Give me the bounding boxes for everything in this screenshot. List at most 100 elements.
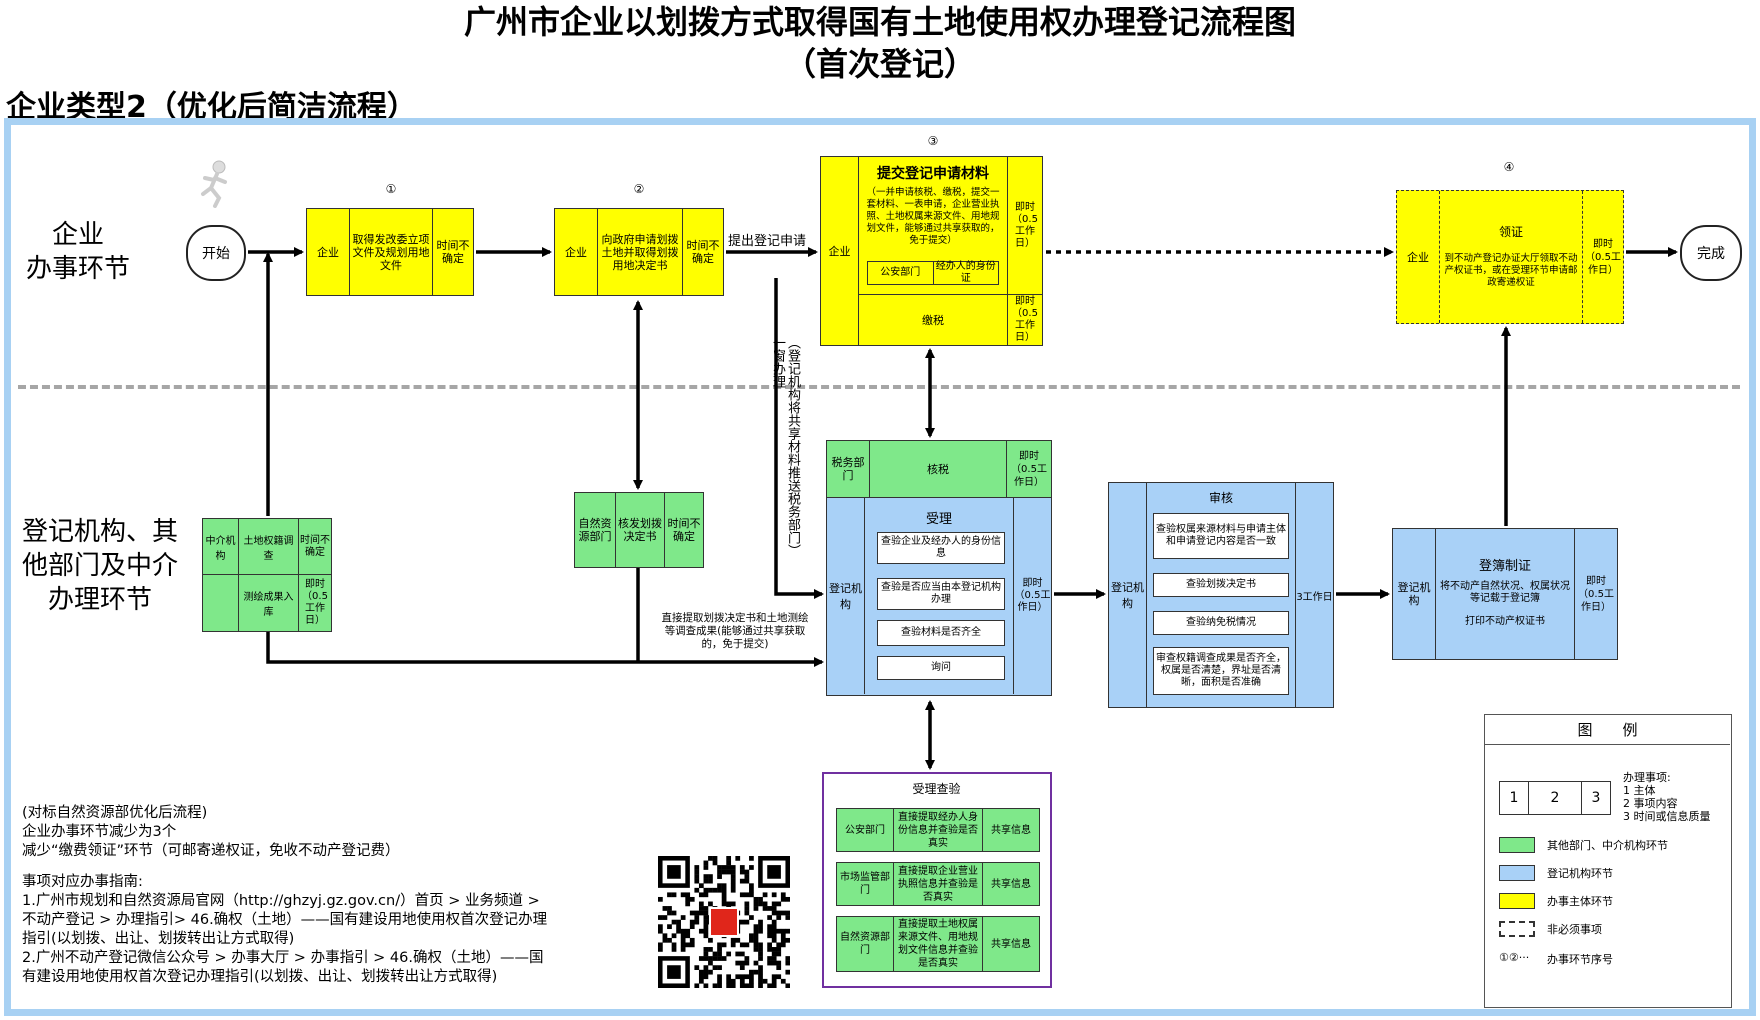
note-line: 不动产登记 > 办理指引> 46.确权（土地）——国有建设用地使用权首次登记办理 — [22, 912, 548, 928]
review-item: 查验划拨决定书 — [1153, 573, 1289, 597]
natres-content: 核发划拨决定书 — [616, 493, 665, 567]
apply-label: 提出登记申请 — [728, 234, 807, 249]
step3-inner-b: 经办人的身份证 — [935, 261, 996, 284]
step2-actor: 企业 — [555, 209, 598, 295]
legend-green: 其他部门、中介机构环节 — [1547, 839, 1668, 852]
start-node: 开始 — [186, 225, 246, 281]
verify-content: 直接提取经办人身份信息并查验是否真实 — [894, 809, 983, 851]
legend-items: 办理事项: 1 主体 2 事项内容 3 时间或信息质量 — [1623, 771, 1711, 823]
register-line1: 将不动产自然状况、权属状况等记载于登记簿 — [1440, 581, 1570, 604]
register-line2: 打印不动产权证书 — [1465, 616, 1545, 627]
review-item: 审查权籍调查成果是否齐全，权属是否清楚，界址是否清晰，面积是否准确 — [1153, 647, 1289, 695]
page-title: 广州市企业以划拨方式取得国有土地使用权办理登记流程图 — [463, 3, 1296, 41]
legend-item: 1 主体 — [1623, 784, 1656, 797]
legend-blue: 登记机构环节 — [1547, 867, 1613, 880]
taxcheck-box: 税务部门 核税 即时（0.5工作日） — [826, 440, 1052, 498]
accept-title: 受理 — [925, 512, 952, 527]
taxcheck-time: 即时（0.5工作日） — [1011, 450, 1047, 488]
step3-inner-a: 公安部门 — [868, 262, 934, 284]
step-number-2: ② — [633, 182, 645, 196]
legend-dashed: 非必须事项 — [1547, 923, 1602, 936]
register-box: 登记机构 登簿制证 将不动产自然状况、权属状况等记载于登记簿 打印不动产权证书 … — [1392, 528, 1618, 660]
note-line: 有建设用地使用权首次登记办理指引(以划拨、出让、划拨转出让方式取得) — [22, 969, 498, 985]
step3-box: 企业 提交登记申请材料 （一并申请核税、缴税，提交一套材料、一表申请，企业营业执… — [820, 156, 1043, 346]
accept-item: 查验材料是否齐全 — [877, 620, 1005, 646]
step3-main: 提交登记申请材料 （一并申请核税、缴税，提交一套材料、一表申请，企业营业执照、土… — [859, 157, 1007, 295]
accept-item: 查验企业及经办人的身份信息 — [877, 532, 1005, 564]
step3-title: 提交登记申请材料 — [877, 166, 989, 182]
accept-actor: 登记机构 — [827, 498, 865, 694]
legend-cells: 1 2 3 — [1499, 781, 1611, 815]
legend-title: 图 例 — [1485, 715, 1730, 745]
page-title-line2: （首次登记） — [783, 45, 976, 83]
survey-actor-blank — [203, 575, 239, 631]
verify-dept: 市场监管部门 — [837, 863, 894, 905]
review-actor: 登记机构 — [1109, 483, 1147, 707]
push-label: （登记机构将共享材料推送税务部门）一窗办理 — [770, 336, 800, 551]
legend: 图 例 1 2 3 办理事项: 1 主体 2 事项内容 3 时间或信息质量 其他… — [1484, 714, 1732, 1008]
legend-cell: 2 — [1529, 782, 1582, 814]
register-main: 登簿制证 将不动产自然状况、权属状况等记载于登记簿 打印不动产权证书 — [1436, 529, 1575, 659]
verify-title: 受理查验 — [912, 782, 961, 796]
verify-dept: 公安部门 — [837, 809, 894, 851]
survey-a: 土地权籍调查 — [239, 519, 299, 575]
step-number-3: ③ — [927, 134, 939, 148]
lane-divider — [18, 385, 1740, 389]
note-line: 1.广州市规划和自然资源局官网（http://ghzyj.gz.gov.cn/）… — [22, 893, 540, 909]
legend-cell: 1 — [1500, 782, 1529, 814]
register-time: 即时（0.5工作日） — [1578, 575, 1614, 613]
step3-time2: 即时（0.5工作日） — [1007, 295, 1042, 345]
note-line: 2.广州不动产登记微信公众号 > 办事大厅 > 办事指引 > 46.确权（土地）… — [22, 950, 544, 966]
step4-time: 即时（0.5工作日） — [1585, 238, 1621, 276]
step2-box: 企业 向政府申请划拨土地并取得划拨用地决定书 时间不确定 — [554, 208, 724, 296]
review-time: 3工作日 — [1295, 483, 1333, 707]
legend-seq: 办事环节序号 — [1547, 953, 1613, 966]
verify-box: 受理查验 公安部门 直接提取经办人身份信息并查验是否真实 共享信息 市场监管部门… — [822, 772, 1052, 988]
note-line: 企业办事环节减少为3个 — [22, 824, 177, 840]
legend-items-label: 办理事项: — [1623, 771, 1671, 784]
review-item: 查验纳免税情况 — [1153, 611, 1289, 635]
accept-item: 询问 — [877, 656, 1005, 680]
step3-tax: 缴税 — [922, 314, 944, 327]
verify-share: 共享信息 — [991, 824, 1031, 836]
note-line — [22, 861, 622, 873]
verify-row: 自然资源部门 直接提取土地权属来源文件、用地规划文件信息并查验是否真实 共享信息 — [836, 916, 1040, 972]
step4-actor: 企业 — [1397, 191, 1440, 323]
note-line: 事项对应办事指南: — [22, 874, 143, 890]
step1-content: 取得发改委立项文件及规划用地文件 — [350, 209, 433, 295]
note-line: 指引(以划拨、出让、划拨转出让方式取得) — [22, 931, 295, 947]
accept-time: 即时（0.5工作日） — [1013, 498, 1051, 694]
survey-box: 中介机构 土地权籍调查 时间不确定 测绘成果入库 即时（0.5工作日） — [202, 518, 332, 632]
review-item: 查验权属来源材料与申请主体和申请登记内容是否一致 — [1153, 513, 1289, 559]
step3-content: （一并申请核税、缴税，提交一套材料、一表申请，企业营业执照、土地权属来源文件、用… — [866, 187, 1000, 246]
verify-row: 市场监管部门 直接提取企业营业执照信息并查验是否真实 共享信息 — [836, 862, 1040, 906]
survey-actor: 中介机构 — [203, 519, 239, 575]
legend-yellow: 办事主体环节 — [1547, 895, 1613, 908]
step4-box: 企业 领证 到不动产登记办证大厅领取不动产权证书，或在受理环节申请邮政寄递权证 … — [1396, 190, 1624, 324]
direct-label: 直接提取划拨决定书和土地测绘等调查成果(能够通过共享获取的，免于提交) — [661, 612, 809, 650]
natres-actor: 自然资源部门 — [575, 493, 616, 567]
runner-icon — [195, 160, 235, 208]
legend-item: 2 事项内容 — [1623, 797, 1678, 810]
survey-a-time: 时间不确定 — [299, 519, 331, 575]
taxcheck-actor: 税务部门 — [827, 441, 870, 497]
verify-row: 公安部门 直接提取经办人身份信息并查验是否真实 共享信息 — [836, 808, 1040, 852]
natres-time: 时间不确定 — [667, 517, 701, 543]
legend-cell: 3 — [1591, 790, 1601, 806]
verify-share: 共享信息 — [991, 878, 1031, 890]
taxcheck-content: 核税 — [870, 441, 1007, 497]
verify-content: 直接提取企业营业执照信息并查验是否真实 — [894, 863, 983, 905]
verify-dept: 自然资源部门 — [837, 917, 894, 971]
step3-time1: 即时（0.5工作日） — [1007, 157, 1042, 295]
step2-content: 向政府申请划拨土地并取得划拨用地决定书 — [598, 209, 683, 295]
review-box: 登记机构 3工作日 审核 查验权属来源材料与申请主体和申请登记内容是否一致 查验… — [1108, 482, 1334, 708]
step-number-1: ① — [385, 182, 397, 196]
note-line: 减少“缴费领证”环节（可邮寄递权证，免收不动产登记费） — [22, 843, 400, 859]
notes-block: (对标自然资源部优化后流程) 企业办事环节减少为3个 减少“缴费领证”环节（可邮… — [22, 804, 622, 987]
end-node: 完成 — [1680, 225, 1742, 281]
legend-swatch-yellow — [1499, 893, 1535, 909]
review-title: 审核 — [1208, 491, 1233, 505]
legend-item: 3 时间或信息质量 — [1623, 810, 1711, 823]
qr-code-icon — [658, 856, 790, 988]
register-title: 登簿制证 — [1478, 559, 1531, 574]
